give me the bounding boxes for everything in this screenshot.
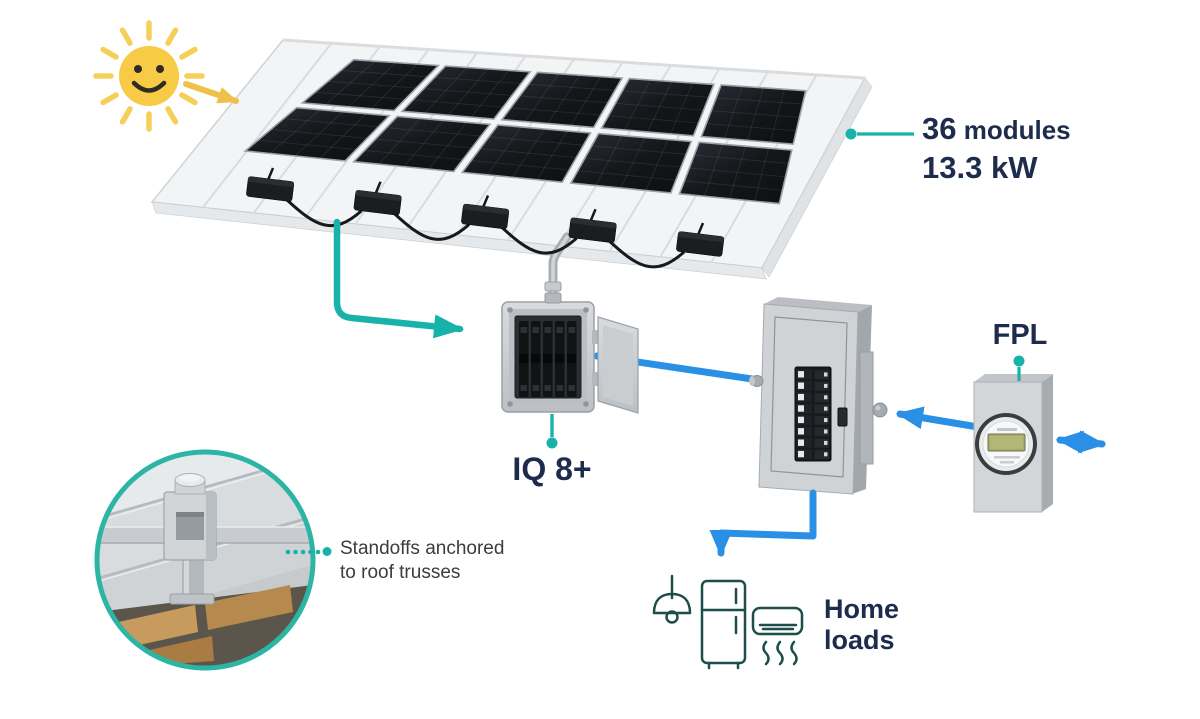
- grid-to-panel-arrow: [896, 406, 982, 431]
- roof-conduit: [544, 232, 572, 305]
- module-count: 36: [922, 111, 957, 146]
- array-capacity: 13.3 kW: [922, 150, 1038, 185]
- microinverter-row: [246, 167, 725, 269]
- array-callout-connector: [845, 128, 914, 140]
- standoffs-note: Standoffs anchored to roof trusses: [340, 537, 504, 585]
- home-loads-icons: [652, 574, 804, 670]
- solar-panel: [300, 58, 441, 112]
- utility-label-connector: [1013, 355, 1025, 381]
- pendant-lamp-icon: [652, 574, 692, 624]
- combiner-label-connector: [546, 414, 558, 449]
- breaker-toggles: [796, 369, 829, 460]
- home-loads-label: Home loads: [824, 594, 899, 656]
- combiner-box: [501, 292, 639, 414]
- solar-panel: [700, 84, 807, 146]
- combiner-breakers: [519, 321, 577, 397]
- solar-panel: [678, 141, 793, 205]
- home-loads-line2: loads: [824, 625, 895, 655]
- combiner-label: IQ 8+: [512, 451, 592, 487]
- sun-rays: [93, 20, 205, 132]
- utility-meter: [973, 374, 1053, 513]
- sun-eye-left: [134, 65, 142, 73]
- meter-socket-bar: [859, 351, 874, 465]
- solar-panel: [460, 124, 592, 184]
- refrigerator-icon: [700, 579, 747, 670]
- home-loads-line1: Home: [824, 594, 900, 624]
- sun-icon: [93, 20, 205, 132]
- standoff-note-connector: [285, 547, 332, 556]
- standoffs-note-line1: Standoffs anchored: [340, 538, 505, 559]
- inset-ring: [94, 449, 316, 671]
- air-conditioner-icon: [751, 606, 804, 666]
- loads-arrow: [709, 489, 817, 557]
- dc-flow-arrow: [333, 218, 464, 339]
- solar-panel: [500, 71, 624, 129]
- standoffs-note-line2: to roof trusses: [340, 562, 461, 583]
- solar-panel: [569, 132, 693, 194]
- solar-array: [243, 58, 807, 205]
- load-center: [749, 297, 888, 495]
- sunlight-arrow: [183, 81, 239, 104]
- sun-eye-right: [156, 65, 164, 73]
- grid-bidirectional-arrow: [1056, 430, 1106, 454]
- module-count-unit: modules: [963, 115, 1071, 145]
- solar-panel: [243, 106, 391, 162]
- solar-panel: [600, 77, 715, 137]
- utility-label: FPL: [992, 319, 1048, 351]
- array-callout: 36 modules 13.3 kW: [922, 110, 1071, 188]
- solar-panel: [352, 115, 492, 173]
- sun-smile: [131, 80, 167, 93]
- solar-panel: [400, 65, 532, 120]
